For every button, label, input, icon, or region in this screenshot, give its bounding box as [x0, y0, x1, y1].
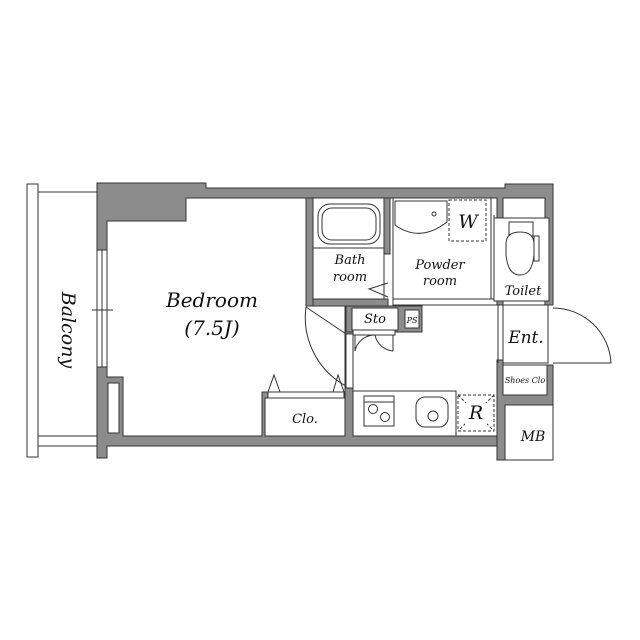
entrance-area	[497, 304, 612, 461]
refrigerator-label: R	[468, 402, 483, 424]
entrance-label: Ent.	[507, 328, 544, 348]
bedroom-window	[92, 249, 113, 368]
closet-label: Clo.	[292, 412, 318, 427]
meter-box-label: MB	[520, 429, 546, 445]
storage-label: Sto	[364, 312, 386, 327]
bathtub	[312, 197, 389, 300]
balcony-label: Balcony	[57, 291, 79, 369]
powder-room-label-line1: Powder	[414, 258, 465, 273]
bathroom-label-line1: Bath	[334, 253, 366, 268]
bedroom-label: Bedroom	[165, 288, 258, 312]
shoes-closet-label: Shoes Clo	[505, 376, 546, 385]
toilet-label: Toilet	[505, 284, 542, 299]
kitchen	[352, 390, 495, 437]
pipe-space-label: PS	[406, 316, 418, 325]
balcony-area	[26, 183, 97, 458]
powder-room-label-line2: room	[423, 274, 457, 289]
storage-closet	[351, 307, 420, 352]
bedroom-size-label: (7.5J)	[184, 316, 239, 340]
bathroom-label-line2: room	[333, 270, 367, 285]
toilet-area	[493, 217, 550, 302]
washer-label: W	[458, 211, 479, 233]
powder-room-area	[392, 197, 498, 306]
bedroom-closet	[264, 373, 346, 437]
